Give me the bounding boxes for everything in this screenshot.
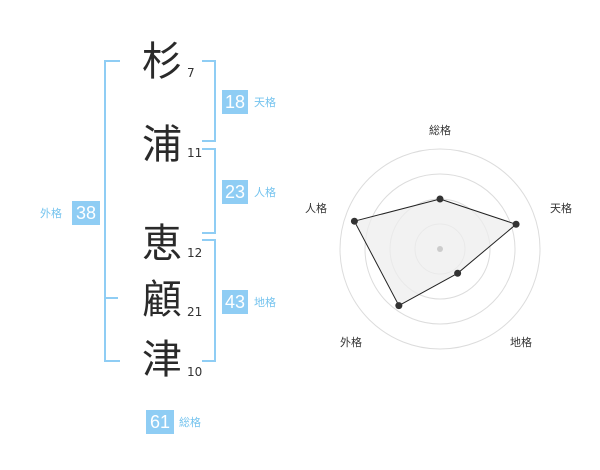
chi-bracket xyxy=(202,239,216,362)
jin-kaku-value: 23 xyxy=(222,180,248,204)
gai-kaku-label: 外格 xyxy=(40,207,62,220)
name-char-3: 恵 xyxy=(142,221,182,267)
name-char-1: 杉 xyxy=(142,39,182,85)
gai-kaku-value: 38 xyxy=(72,201,100,225)
radar-axis-label-jin: 人格 xyxy=(305,201,327,215)
radar-ring-4 xyxy=(339,148,541,350)
radar-point-1 xyxy=(436,195,444,203)
jin-bracket xyxy=(202,148,216,234)
radar-point-4 xyxy=(395,302,403,310)
stroke-count-5: 10 xyxy=(187,365,203,379)
name-char-4: 顧 xyxy=(142,277,182,323)
stroke-count-4: 21 xyxy=(187,305,203,319)
stroke-count-2: 11 xyxy=(187,146,203,160)
radar-center-dot xyxy=(437,246,443,252)
sou-kaku-value: 61 xyxy=(146,410,174,434)
ten-bracket xyxy=(202,60,216,142)
radar-polygon xyxy=(353,198,518,307)
radar-ring-3 xyxy=(364,173,516,325)
gai-bracket xyxy=(104,60,120,362)
ten-kaku-label: 天格 xyxy=(254,96,276,109)
name-char-5: 津 xyxy=(142,337,182,383)
radar-axis-label-gai: 外格 xyxy=(340,335,362,349)
ten-kaku-value: 18 xyxy=(222,90,248,114)
chi-kaku-label: 地格 xyxy=(254,296,276,309)
stroke-count-3: 12 xyxy=(187,246,203,260)
chi-kaku-value: 43 xyxy=(222,290,248,314)
radar-point-2 xyxy=(512,220,520,228)
radar-axis-label-sou: 総格 xyxy=(429,123,451,137)
gai-bracket-connector xyxy=(106,297,118,299)
radar-axis-label-chi: 地格 xyxy=(510,335,532,349)
name-char-2: 浦 xyxy=(142,122,182,168)
radar-point-3 xyxy=(454,269,462,277)
stroke-count-1: 7 xyxy=(187,66,195,80)
sou-kaku-label: 総格 xyxy=(179,416,201,429)
radar-axis-label-ten: 天格 xyxy=(550,201,572,215)
radar-point-5 xyxy=(350,217,358,225)
jin-kaku-label: 人格 xyxy=(254,186,276,199)
